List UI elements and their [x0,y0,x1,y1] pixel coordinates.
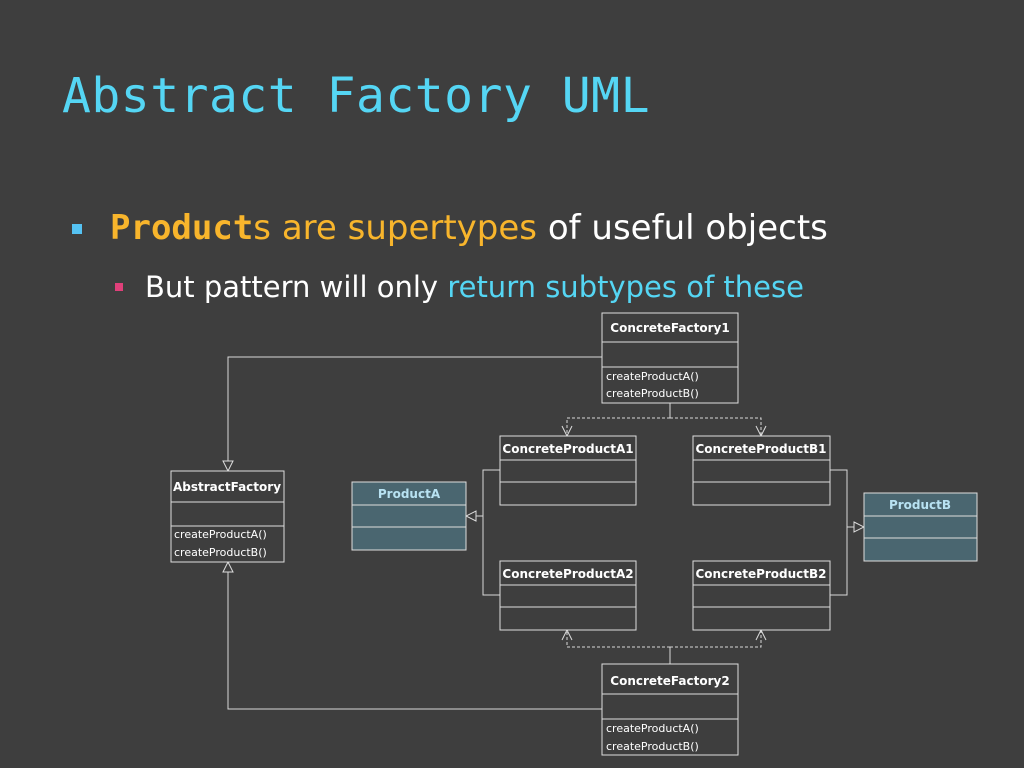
dependency-line-a1 [567,417,670,436]
class-concrete-product-b2: ConcreteProductB2 [692,560,831,631]
class-name: ConcreteFactory2 [610,674,729,688]
class-name: ProductB [889,498,951,512]
highlight-supertypes: s are supertypes [253,208,538,248]
class-concrete-product-b1: ConcreteProductB1 [692,435,831,506]
operation: createProductA() [174,528,267,541]
slide-title: Abstract Factory UML [62,68,650,124]
inheritance-line-factory2 [228,562,602,710]
class-name: ConcreteProductA1 [502,442,633,456]
dependency-line-b1 [670,417,761,436]
sub-bullet-plain-text: But pattern will only [145,270,448,304]
class-concrete-factory2: ConcreteFactory2 createProductA() create… [601,663,739,756]
operation: createProductB() [606,387,699,400]
class-name: ConcreteProductA2 [502,567,633,581]
operation: createProductB() [174,546,267,559]
class-concrete-factory1: ConcreteFactory1 createProductA() create… [601,312,739,404]
class-name: ProductA [378,487,441,501]
operation: createProductA() [606,370,699,383]
class-abstract-factory: AbstractFactory createProductA() createP… [170,470,285,563]
inheritance-line-factory1 [228,356,602,471]
operation: createProductB() [606,740,699,753]
highlight-return-subtypes: return subtypes of these [447,270,804,304]
class-name: ConcreteFactory1 [610,321,729,335]
bullet-square-icon [72,224,82,234]
dependency-line-a2 [567,630,670,648]
dependency-line-b2 [670,630,761,648]
connectors [228,356,864,710]
sub-bullet-square-icon [115,283,123,291]
class-concrete-product-a1: ConcreteProductA1 [499,435,637,506]
class-name: AbstractFactory [173,480,281,494]
class-product-a: ProductA [351,481,467,551]
class-name: ConcreteProductB1 [695,442,826,456]
inheritance-line-a1 [466,469,500,516]
inheritance-line-a2 [482,516,500,596]
bullet-text: Products are supertypes of useful object… [110,208,828,248]
class-concrete-product-a2: ConcreteProductA2 [499,560,637,631]
class-product-b: ProductB [863,492,978,562]
class-name: ConcreteProductB2 [695,567,826,581]
keyword-product: Product [110,208,254,248]
inheritance-line-b2 [830,527,848,596]
sub-bullet-text: But pattern will only return subtypes of… [145,270,804,304]
bullet-rest-text: of useful objects [537,208,828,248]
operation: createProductA() [606,722,699,735]
inheritance-line-b1 [830,469,864,527]
